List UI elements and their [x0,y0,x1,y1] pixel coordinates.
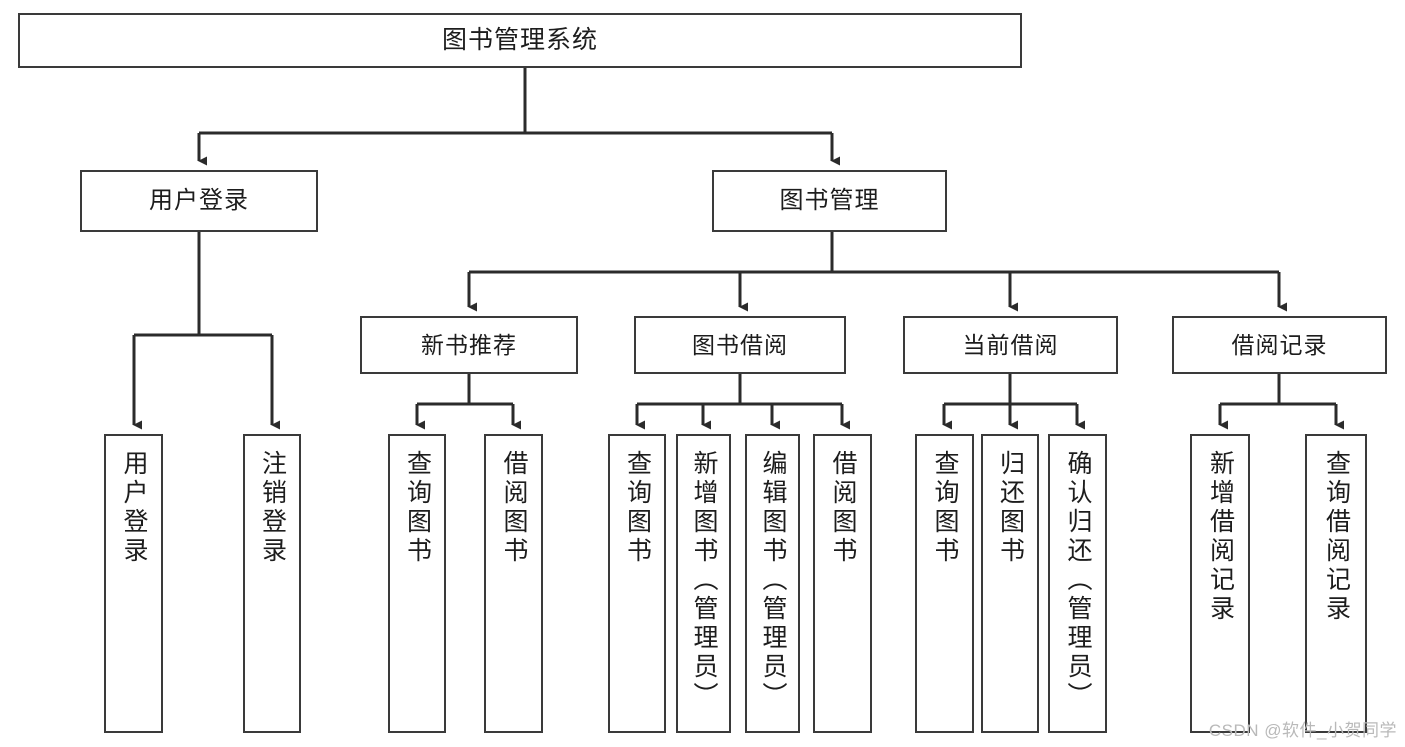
node-leaf-add-borrow-record[interactable]: 新增借阅记录 [1190,434,1250,733]
node-user-login-label: 用户登录 [149,187,249,215]
node-current-borrow[interactable]: 当前借阅 [903,316,1118,374]
node-leaf-logout[interactable]: 注销登录 [243,434,301,733]
node-leaf-confirm-return-admin[interactable]: 确认归还（管理员） [1048,434,1107,733]
node-leaf-borrow-book[interactable]: 借阅图书 [813,434,872,733]
node-leaf-borrow-book-new-label: 借阅图书 [500,450,528,566]
node-leaf-add-book-admin-label: 新增图书（管理员） [690,450,718,711]
node-user-login[interactable]: 用户登录 [80,170,318,232]
node-leaf-query-borrow-record[interactable]: 查询借阅记录 [1305,434,1367,733]
node-borrow-records-label: 借阅记录 [1231,331,1328,358]
node-leaf-add-book-admin[interactable]: 新增图书（管理员） [676,434,731,733]
node-leaf-query-book-borrow-label: 查询图书 [623,450,652,566]
node-leaf-query-book-current[interactable]: 查询图书 [915,434,974,733]
node-new-book-recommend-label: 新书推荐 [421,331,517,358]
node-book-borrow-label: 图书借阅 [692,331,788,358]
node-borrow-records[interactable]: 借阅记录 [1172,316,1387,374]
node-leaf-add-borrow-record-label: 新增借阅记录 [1206,450,1235,624]
node-leaf-query-borrow-record-label: 查询借阅记录 [1322,450,1351,624]
node-current-borrow-label: 当前借阅 [962,331,1059,358]
node-leaf-query-book-current-label: 查询图书 [931,450,959,566]
node-new-book-recommend[interactable]: 新书推荐 [360,316,578,374]
node-root-system-label: 图书管理系统 [441,26,598,55]
node-leaf-edit-book-admin[interactable]: 编辑图书（管理员） [745,434,800,733]
node-leaf-return-book-label: 归还图书 [996,450,1025,566]
node-leaf-query-book-new-label: 查询图书 [403,450,432,566]
node-leaf-user-login[interactable]: 用户登录 [104,434,163,733]
node-leaf-confirm-return-admin-label: 确认归还（管理员） [1064,450,1092,711]
node-leaf-borrow-book-label: 借阅图书 [829,450,857,566]
node-leaf-query-book-new[interactable]: 查询图书 [388,434,446,733]
node-book-management-label: 图书管理 [779,187,880,215]
csdn-watermark: CSDN @软件_小贺同学 [1208,721,1397,740]
node-book-management[interactable]: 图书管理 [712,170,947,232]
node-root-system[interactable]: 图书管理系统 [18,13,1022,68]
node-leaf-user-login-label: 用户登录 [120,450,148,566]
node-leaf-query-book-borrow[interactable]: 查询图书 [608,434,666,733]
node-book-borrow[interactable]: 图书借阅 [634,316,846,374]
node-leaf-borrow-book-new[interactable]: 借阅图书 [484,434,543,733]
node-leaf-return-book[interactable]: 归还图书 [981,434,1039,733]
node-leaf-edit-book-admin-label: 编辑图书（管理员） [759,450,787,711]
node-leaf-logout-label: 注销登录 [258,450,287,566]
